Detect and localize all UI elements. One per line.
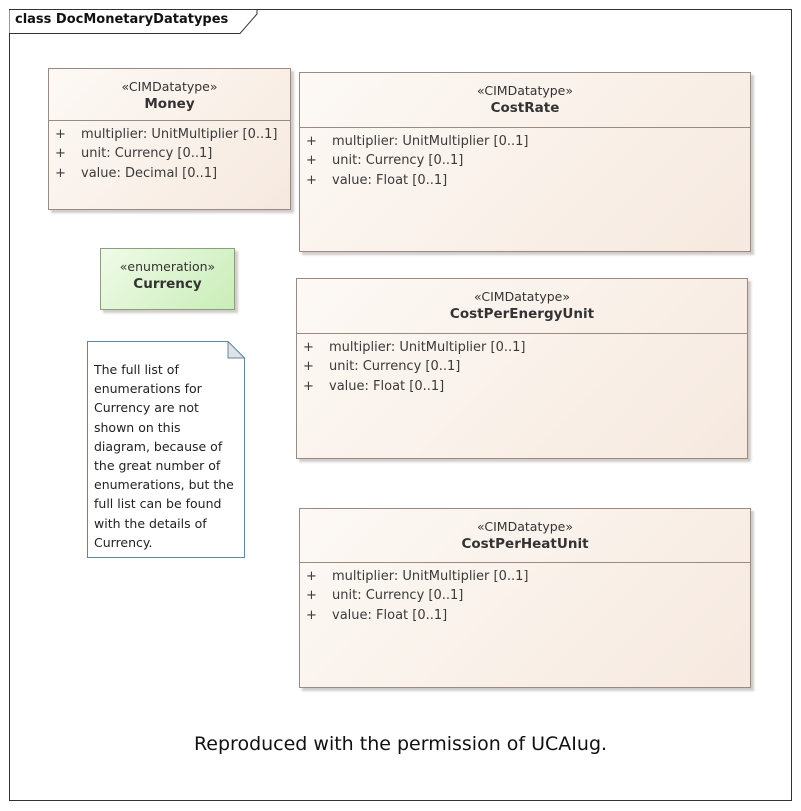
diagram-frame: [9, 9, 792, 801]
enumeration-name: Currency: [133, 276, 202, 292]
class-cost-per-energy-unit[interactable]: «CIMDatatype» CostPerEnergyUnit +multipl…: [296, 278, 748, 459]
diagram-title: class DocMonetaryDatatypes: [15, 12, 229, 27]
note-line: enumerations for: [94, 381, 202, 397]
note-line: with the details of: [94, 515, 207, 531]
note-line: enumerations, but the: [94, 477, 234, 493]
attribute-row[interactable]: +unit: Currency [0..1]: [306, 153, 464, 169]
attribute-row[interactable]: +unit: Currency [0..1]: [303, 359, 461, 375]
class-name: Money: [144, 96, 195, 112]
class-name: CostRate: [490, 100, 560, 116]
attribute-row[interactable]: +unit: Currency [0..1]: [55, 146, 213, 162]
attribute-list: +multiplier: UnitMultiplier [0..1] +unit…: [297, 334, 747, 396]
note-line: diagram, because of: [94, 438, 223, 454]
note[interactable]: The full list of enumerations for Curren…: [87, 341, 245, 558]
class-name: CostPerHeatUnit: [461, 536, 589, 552]
attribute-row[interactable]: +multiplier: UnitMultiplier [0..1]: [306, 569, 529, 584]
note-text: The full list of enumerations for Curren…: [94, 360, 242, 552]
note-line: shown on this: [94, 419, 181, 435]
class-header: «CIMDatatype» CostRate: [300, 73, 750, 128]
attribute-list: +multiplier: UnitMultiplier [0..1] +unit…: [49, 121, 290, 183]
attribute-row[interactable]: +value: Float [0..1]: [303, 378, 445, 394]
class-cost-rate[interactable]: «CIMDatatype» CostRate +multiplier: Unit…: [299, 72, 751, 252]
attribute-row[interactable]: +multiplier: UnitMultiplier [0..1]: [303, 340, 526, 355]
note-line: full list can be found: [94, 496, 222, 512]
class-name: CostPerEnergyUnit: [449, 306, 595, 322]
class-money[interactable]: «CIMDatatype» Money +multiplier: UnitMul…: [48, 68, 291, 210]
attribute-row[interactable]: +multiplier: UnitMultiplier [0..1]: [55, 127, 278, 142]
attribute-row[interactable]: +multiplier: UnitMultiplier [0..1]: [306, 134, 529, 149]
note-line: the great number of: [94, 458, 221, 474]
attribute-row[interactable]: +value: Float [0..1]: [306, 607, 448, 623]
attribute-row[interactable]: +unit: Currency [0..1]: [306, 588, 464, 604]
class-stereotype: «CIMDatatype»: [476, 519, 574, 534]
class-stereotype: «CIMDatatype»: [121, 79, 218, 94]
class-stereotype: «CIMDatatype»: [476, 83, 574, 98]
class-cost-per-heat-unit[interactable]: «CIMDatatype» CostPerHeatUnit +multiplie…: [299, 508, 751, 688]
class-stereotype: «CIMDatatype»: [473, 289, 571, 304]
class-header: «CIMDatatype» CostPerEnergyUnit: [297, 279, 747, 334]
class-header: «CIMDatatype» Money: [49, 69, 290, 121]
class-header: «CIMDatatype» CostPerHeatUnit: [300, 509, 750, 563]
note-line: Currency.: [94, 534, 153, 550]
permission-footer: Reproduced with the permission of UCAIug…: [193, 733, 608, 755]
attribute-list: +multiplier: UnitMultiplier [0..1] +unit…: [300, 563, 750, 625]
enumeration-currency[interactable]: «enumeration» Currency: [100, 248, 235, 310]
attribute-list: +multiplier: UnitMultiplier [0..1] +unit…: [300, 128, 750, 190]
attribute-row[interactable]: +value: Decimal [0..1]: [55, 165, 218, 181]
attribute-row[interactable]: +value: Float [0..1]: [306, 172, 448, 188]
note-line: Currency are not: [94, 400, 199, 416]
note-line: The full list of: [94, 362, 179, 377]
enumeration-stereotype: «enumeration»: [119, 259, 216, 274]
